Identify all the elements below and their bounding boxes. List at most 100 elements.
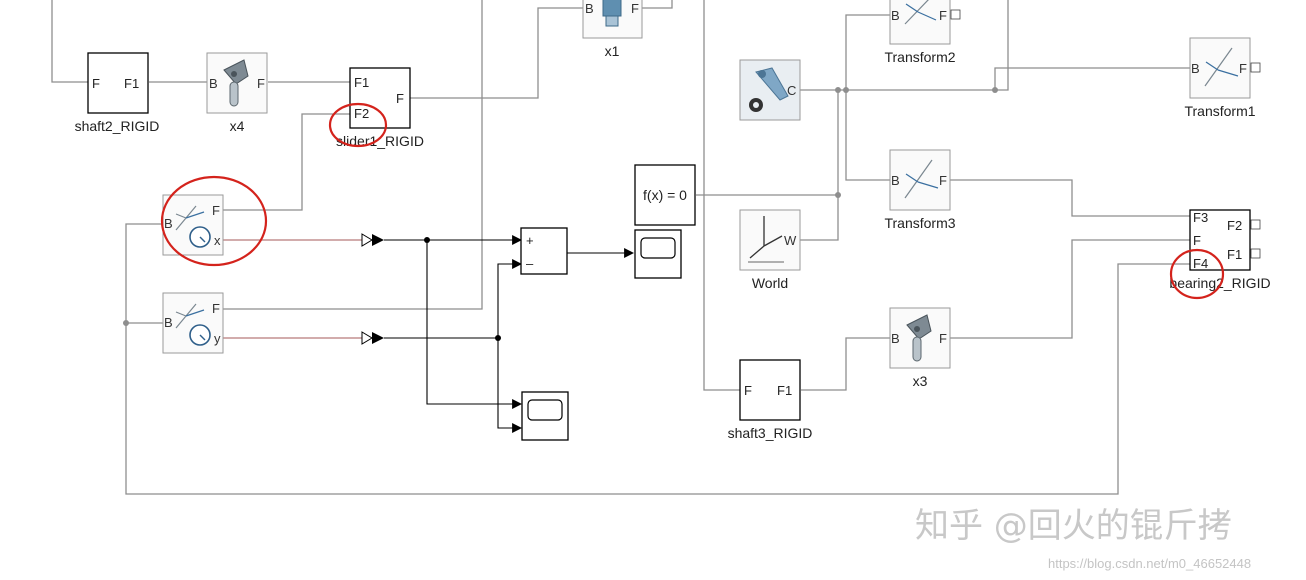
frame-axes-icon <box>904 159 939 199</box>
annotation-circle-bearing-f4 <box>1169 248 1225 300</box>
block-label: x1 <box>605 43 620 59</box>
scope-block-2[interactable] <box>521 391 569 441</box>
wire-x1-top[interactable] <box>642 0 673 9</box>
port-b: B <box>1191 61 1200 76</box>
junction-dot <box>992 87 998 93</box>
port-f1: F1 <box>777 383 792 398</box>
mechanism-config-block[interactable]: C <box>739 59 801 121</box>
wire-bus-transform3[interactable] <box>845 90 890 181</box>
sum-block[interactable]: + – <box>520 227 568 275</box>
signal-x-scope2[interactable] <box>426 240 522 409</box>
shaft3-rigid-block[interactable]: F F1 shaft3_RIGID <box>728 359 813 441</box>
revolute-joint-icon <box>906 314 932 362</box>
wire-transform3-bearing[interactable] <box>950 179 1190 217</box>
frame-port-icon <box>1250 248 1261 259</box>
junction-dot <box>424 237 430 243</box>
wire-slider1-x1[interactable] <box>410 7 583 99</box>
frame-port-icon <box>1250 62 1261 73</box>
wire-top-to-shaft2[interactable] <box>51 0 88 83</box>
x4-revolute-block[interactable]: B F x4 <box>206 52 268 134</box>
port-f: F <box>1239 61 1247 76</box>
port-f: F <box>631 1 639 16</box>
signal-y-scope2[interactable] <box>497 338 522 433</box>
port-f: F <box>396 91 404 106</box>
block-label: x4 <box>230 118 245 134</box>
wire-world-node[interactable] <box>800 90 839 241</box>
shaft2-rigid-block[interactable]: F F1 shaft2_RIGID <box>75 52 160 134</box>
junction-dot <box>843 87 849 93</box>
port-f1: F1 <box>124 76 139 91</box>
fx-solver-block[interactable]: f(x) = 0 <box>634 164 696 226</box>
port-f: F <box>92 76 100 91</box>
x1-prismatic-block[interactable]: B F x1 <box>582 0 643 59</box>
ps-converter-y-out <box>372 332 384 344</box>
prismatic-joint-icon <box>602 0 622 27</box>
port-b: B <box>891 173 900 188</box>
port-minus: – <box>526 256 534 271</box>
port-b: B <box>209 76 218 91</box>
port-w: W <box>784 233 797 248</box>
frame-axes-icon <box>1204 47 1239 87</box>
annotation-circle-sensor-x <box>160 175 268 267</box>
wire-bus-top[interactable] <box>995 0 1009 91</box>
slider1-rigid-block[interactable]: F1 F2 F slider1_RIGID <box>336 67 424 149</box>
ps-converter-x[interactable] <box>361 233 373 247</box>
frame-axes-icon <box>175 205 211 248</box>
port-f: F <box>744 383 752 398</box>
port-f2: F2 <box>1227 218 1242 233</box>
block-label: Transform3 <box>884 215 955 231</box>
wire-sensorx-slider1[interactable] <box>223 113 350 211</box>
port-b: B <box>891 331 900 346</box>
world-frame-block[interactable]: W World <box>739 209 801 291</box>
transform3-block[interactable]: B F Transform3 <box>884 149 956 231</box>
port-b: B <box>164 216 173 231</box>
revolute-joint-icon <box>223 59 249 107</box>
port-f3: F3 <box>1193 210 1208 225</box>
port-x: x <box>214 233 221 248</box>
port-b: B <box>164 315 173 330</box>
transform2-block[interactable]: B F Transform2 <box>884 0 961 65</box>
annotation-circle-slider1-f2 <box>328 102 388 148</box>
block-label: slider1_RIGID <box>336 133 424 149</box>
junction-dot <box>495 335 501 341</box>
port-b: B <box>585 1 594 16</box>
transform-sensor-y-block[interactable]: B F y <box>162 292 224 354</box>
world-frame-icon <box>748 216 784 263</box>
wire-sensory-top[interactable] <box>223 0 483 310</box>
wire-top-shaft3[interactable] <box>703 0 742 391</box>
port-f2: F2 <box>354 106 369 121</box>
junction-dot <box>123 320 129 326</box>
block-label: shaft3_RIGID <box>728 425 813 441</box>
port-plus: + <box>526 233 534 248</box>
block-label: x3 <box>913 373 928 389</box>
bearing2-rigid-block[interactable]: F3 F F4 F2 F1 bearing2_RIGID <box>1169 209 1271 291</box>
physical-wires <box>51 0 1190 495</box>
annotations <box>160 102 1225 300</box>
scope-block-1[interactable] <box>634 229 682 279</box>
ps-converter-y[interactable] <box>361 331 373 345</box>
signal-y-sum[interactable] <box>497 259 522 338</box>
block-label: Transform1 <box>1184 103 1255 119</box>
wire-loop-bearing-f4[interactable] <box>125 223 1190 495</box>
signal-wires <box>223 233 634 433</box>
wire-x3-bearing[interactable] <box>950 239 1190 339</box>
frame-port-icon <box>1250 219 1261 230</box>
block-label: Transform2 <box>884 49 955 65</box>
port-f: F <box>212 203 220 218</box>
scope-icon <box>527 399 563 421</box>
port-f: F <box>939 8 947 23</box>
port-y: y <box>214 331 221 346</box>
frame-axes-icon <box>904 0 937 25</box>
wire-shaft3-x3[interactable] <box>801 337 890 391</box>
wire-bus-transform2[interactable] <box>845 14 890 90</box>
block-label: f(x) = 0 <box>643 187 687 203</box>
transform-sensor-x-block[interactable]: B F x <box>162 194 224 256</box>
port-f: F <box>939 331 947 346</box>
watermark-text: 知乎 @回火的锟斤拷 <box>915 506 1232 546</box>
frame-axes-icon <box>175 303 211 346</box>
wire-bus-transform1[interactable] <box>994 67 1190 90</box>
transform1-block[interactable]: B F Transform1 <box>1184 37 1261 119</box>
port-f: F <box>1193 233 1201 248</box>
x3-revolute-block[interactable]: B F x3 <box>889 307 951 389</box>
port-c: C <box>787 83 796 98</box>
